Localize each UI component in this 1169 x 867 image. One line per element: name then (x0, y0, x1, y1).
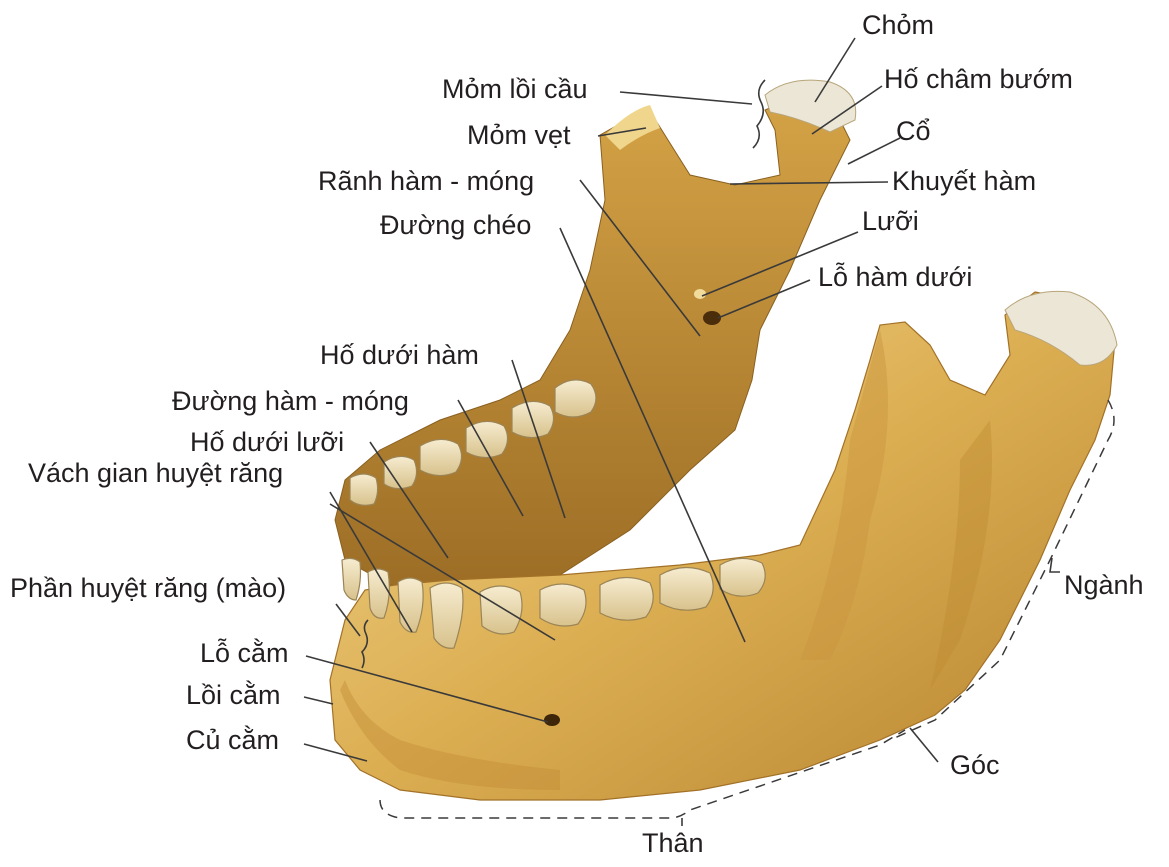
label-goc: Góc (950, 752, 1000, 779)
label-loi-cam: Lồi cằm (186, 682, 281, 709)
label-ho-duoi-luoi: Hố dưới lưỡi (190, 429, 344, 456)
label-vach-gian-huyet-rang: Vách gian huyệt răng (28, 460, 283, 487)
label-ho-duoi-ham: Hố dưới hàm (320, 342, 479, 369)
label-duong-cheo: Đường chéo (380, 212, 531, 239)
label-nganh: Ngành (1064, 572, 1144, 599)
label-than: Thân (642, 830, 704, 857)
label-phan-huyet-rang: Phần huyệt răng (mào) (10, 575, 286, 602)
label-luoi: Lưỡi (862, 208, 919, 235)
label-cu-cam: Củ cằm (186, 727, 279, 754)
label-khuyet-ham: Khuyết hàm (892, 168, 1036, 195)
label-chom: Chỏm (862, 12, 934, 39)
label-ho-cham-buom: Hố châm bướm (884, 66, 1073, 93)
label-lo-cam: Lỗ cằm (200, 640, 289, 667)
label-duong-ham-mong: Đường hàm - móng (172, 388, 409, 415)
label-ranh-ham-mong: Rãnh hàm - móng (318, 168, 534, 195)
label-mom-vet: Mỏm vẹt (467, 122, 571, 149)
label-mom-loi-cau: Mỏm lồi cầu (442, 76, 588, 103)
label-co: Cổ (896, 118, 931, 145)
label-lo-ham-duoi: Lỗ hàm dưới (818, 264, 972, 291)
mental-foramen (544, 714, 560, 726)
